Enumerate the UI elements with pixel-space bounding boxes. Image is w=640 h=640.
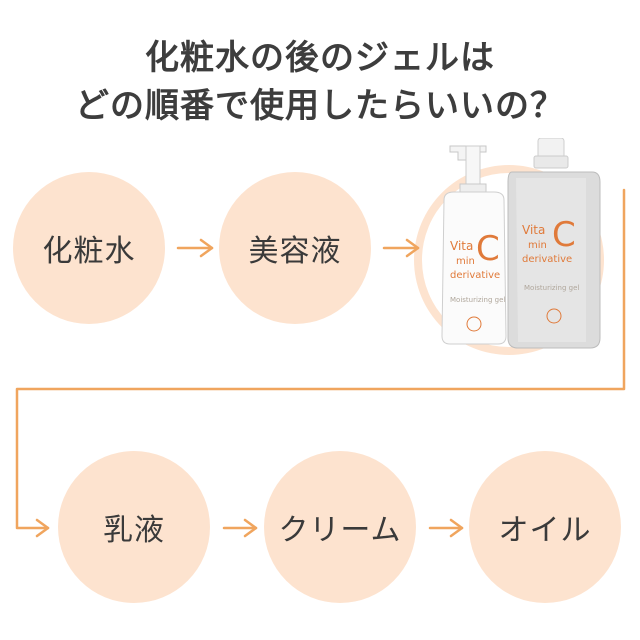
pouch-brand-min: min: [528, 240, 547, 251]
pouch-brand-derivative: derivative: [522, 254, 572, 265]
step-emulsion-label: 乳液: [103, 513, 165, 548]
pouch-product-type: Moisturizing gel: [524, 284, 579, 292]
step-cream: クリーム: [264, 451, 416, 603]
arrow-right-icon: [222, 518, 258, 538]
bottle-brand-derivative: derivative: [450, 270, 500, 281]
arrow-right-icon: [176, 238, 214, 258]
bottle-brand-c: C: [476, 229, 500, 269]
step-oil: オイル: [469, 451, 621, 603]
product-image: Vita C min derivative Moisturizing gel V…: [441, 138, 601, 349]
pump-bottle: Vita C min derivative Moisturizing gel: [441, 145, 507, 345]
pouch-brand-vita: Vita: [522, 223, 545, 237]
arrow-right-icon: [428, 518, 464, 538]
page-title-line2: どの順番で使用したらいいの？: [75, 86, 565, 126]
step-serum-label: 美容液: [248, 234, 342, 269]
step-toner-label: 化粧水: [42, 234, 136, 269]
page-title-line1: 化粧水の後のジェルは: [145, 38, 495, 78]
step-cream-label: クリーム: [278, 513, 402, 548]
refill-pouch: Vita C min derivative Moisturizing gel: [507, 138, 601, 349]
bottle-product-type: Moisturizing gel: [450, 296, 505, 304]
step-emulsion: 乳液: [58, 451, 210, 603]
bottle-brand-vita: Vita: [450, 239, 473, 253]
arrow-right-icon: [382, 238, 420, 258]
step-oil-label: オイル: [498, 513, 592, 548]
step-serum: 美容液: [219, 172, 371, 324]
pouch-brand-c: C: [552, 215, 576, 255]
bottle-brand-min: min: [456, 256, 475, 267]
step-toner: 化粧水: [13, 172, 165, 324]
